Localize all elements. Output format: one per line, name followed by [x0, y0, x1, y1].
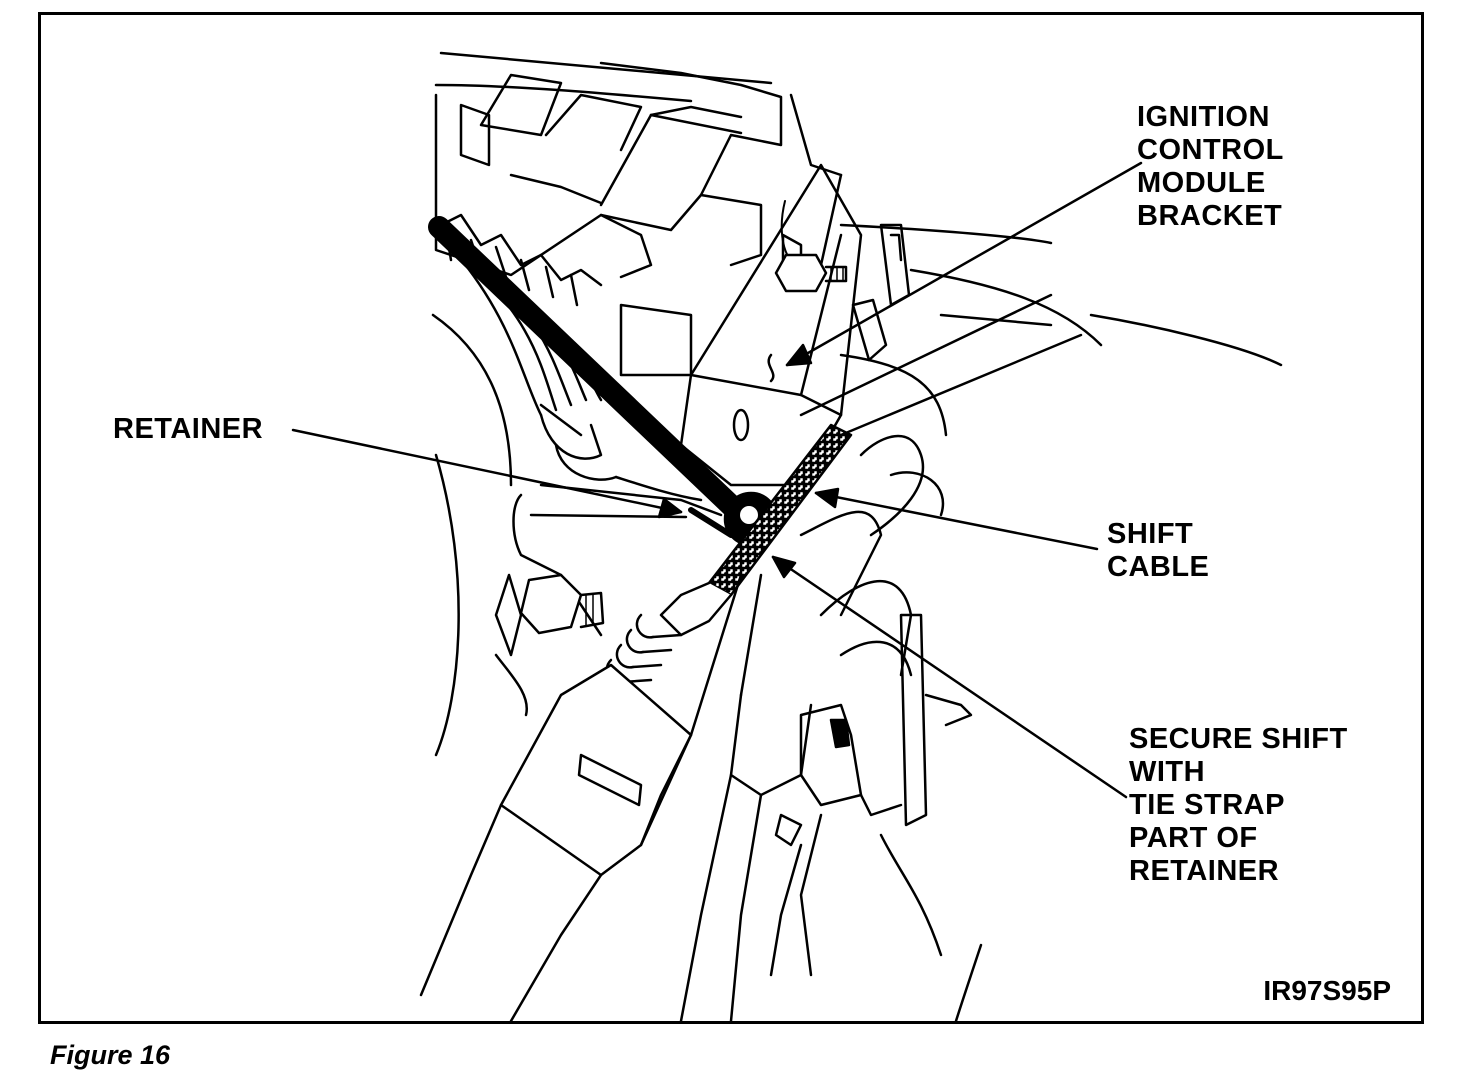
shift-cable [419, 293, 1083, 1021]
label-line: IGNITION [1137, 101, 1270, 133]
label-line: MODULE [1137, 167, 1266, 199]
label-line: CABLE [1107, 551, 1210, 583]
label-line: CONTROL [1137, 134, 1284, 166]
label-line: BRACKET [1137, 200, 1283, 232]
left-nut [494, 573, 605, 717]
shift-cable-label: SHIFT CABLE [1107, 518, 1209, 584]
lower-right-bracket [769, 613, 973, 977]
label-line: RETAINER [113, 413, 264, 445]
ignition-bracket-label: IGNITION CONTROL MODULE BRACKET [1137, 101, 1284, 233]
label-line: RETAINER [1129, 855, 1280, 887]
label-line: PART OF [1129, 822, 1258, 854]
shift-cable-illustration [291, 51, 1283, 1021]
leader-arrows [291, 161, 1143, 799]
label-line: WITH [1129, 756, 1206, 788]
diagram-frame: IGNITION CONTROL MODULE BRACKET RETAINER… [38, 12, 1424, 1024]
figure-caption: Figure 16 [50, 1040, 171, 1070]
image-code: IR97S95P [1263, 975, 1391, 1006]
label-line: SHIFT [1107, 518, 1194, 550]
module-bracket [619, 163, 863, 487]
ignition-control-module [434, 61, 843, 307]
right-clips [839, 223, 1053, 437]
label-line: SECURE SHIFT [1129, 723, 1348, 755]
label-line: TIE STRAP [1129, 789, 1285, 821]
retainer-label: RETAINER [113, 413, 263, 446]
wiring-harness [428, 216, 752, 526]
secure-shift-label: SECURE SHIFT WITH TIE STRAP PART OF RETA… [1129, 723, 1348, 888]
